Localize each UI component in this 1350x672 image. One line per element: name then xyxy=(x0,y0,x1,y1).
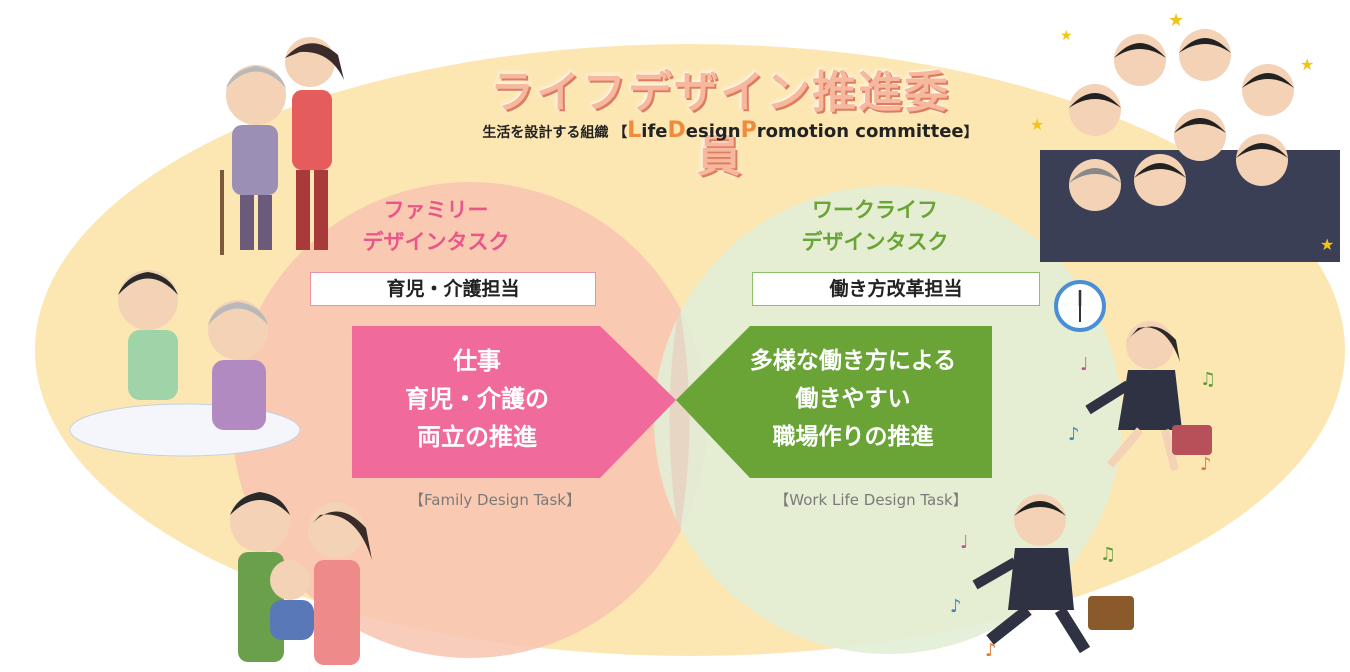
svg-text:♪: ♪ xyxy=(950,596,962,617)
page-title: ライフデザイン推進委員 xyxy=(490,67,950,182)
work-arrow-line1: 多様な働き方による xyxy=(749,348,957,374)
work-arrow-line2: 働きやすい xyxy=(795,386,911,412)
svg-text:♩: ♩ xyxy=(1080,354,1089,375)
family-baby-illustration xyxy=(230,492,372,665)
bed-care-illustration xyxy=(69,270,301,457)
work-arrow-line3: 職場作りの推進 xyxy=(772,424,934,450)
svg-text:♪: ♪ xyxy=(1068,424,1080,445)
svg-text:♪: ♪ xyxy=(1200,454,1212,475)
work-en-label: 【Work Life Design Task】 xyxy=(774,491,968,509)
subtitle-bracket-close: 】 xyxy=(963,125,978,141)
subtitle-bracket-open: 【 xyxy=(613,125,628,141)
subtitle-en-ife: ife xyxy=(641,121,668,142)
work-title-line1: ワークライフ xyxy=(812,198,938,222)
svg-text:★: ★ xyxy=(1320,235,1334,254)
family-title-line1: ファミリー xyxy=(383,198,489,222)
work-arrow xyxy=(676,326,992,478)
family-arrow-line3: 両立の推進 xyxy=(417,423,537,451)
family-role-label: 育児・介護担当 xyxy=(310,272,596,306)
svg-text:♫: ♫ xyxy=(1100,544,1116,565)
clock-icon xyxy=(1054,280,1106,332)
family-en-label: 【Family Design Task】 xyxy=(409,491,581,509)
family-task-title: ファミリー デザインタスク xyxy=(336,194,536,258)
subtitle-cap-L: L xyxy=(627,118,642,143)
family-arrow xyxy=(352,326,676,478)
running-businesswoman-illustration: ♩ ♫ ♪ ♪ xyxy=(1068,321,1216,475)
circle-overlap xyxy=(669,304,690,537)
subtitle-en-romotion: romotion committee xyxy=(756,121,964,142)
svg-text:★: ★ xyxy=(1300,55,1314,74)
svg-text:★: ★ xyxy=(1168,10,1184,31)
running-businessman-illustration: ♩ ♫ ♪ ♪ xyxy=(950,494,1134,661)
work-task-title: ワークライフ デザインタスク xyxy=(770,194,980,258)
family-arrow-text: 仕事 育児・介護の 両立の推進 xyxy=(352,342,602,456)
subtitle-cap-P: P xyxy=(740,118,757,143)
subtitle-ja: 生活を設計する組織 xyxy=(482,125,609,141)
svg-text:♪: ♪ xyxy=(985,640,997,661)
subtitle-en-esign: esign xyxy=(685,121,741,142)
work-title-line2: デザインタスク xyxy=(801,230,949,254)
family-arrow-line2: 育児・介護の xyxy=(405,385,549,413)
work-role-label: 働き方改革担当 xyxy=(752,272,1040,306)
work-arrow-text: 多様な働き方による 働きやすい 職場作りの推進 xyxy=(708,342,998,456)
svg-text:★: ★ xyxy=(1060,28,1073,44)
family-arrow-line1: 仕事 xyxy=(453,347,501,375)
elderly-care-illustration xyxy=(220,37,344,255)
svg-text:★: ★ xyxy=(1030,115,1044,134)
subtitle-cap-D: D xyxy=(667,118,686,143)
svg-text:♫: ♫ xyxy=(1200,369,1216,390)
cheering-group-illustration: ★ ★ ★ ★ ★ xyxy=(1030,10,1340,262)
page-subtitle: 生活を設計する組織 【LifeDesignPromotion committee… xyxy=(450,118,1010,143)
family-title-line2: デザインタスク xyxy=(362,230,510,254)
svg-text:♩: ♩ xyxy=(960,532,969,553)
